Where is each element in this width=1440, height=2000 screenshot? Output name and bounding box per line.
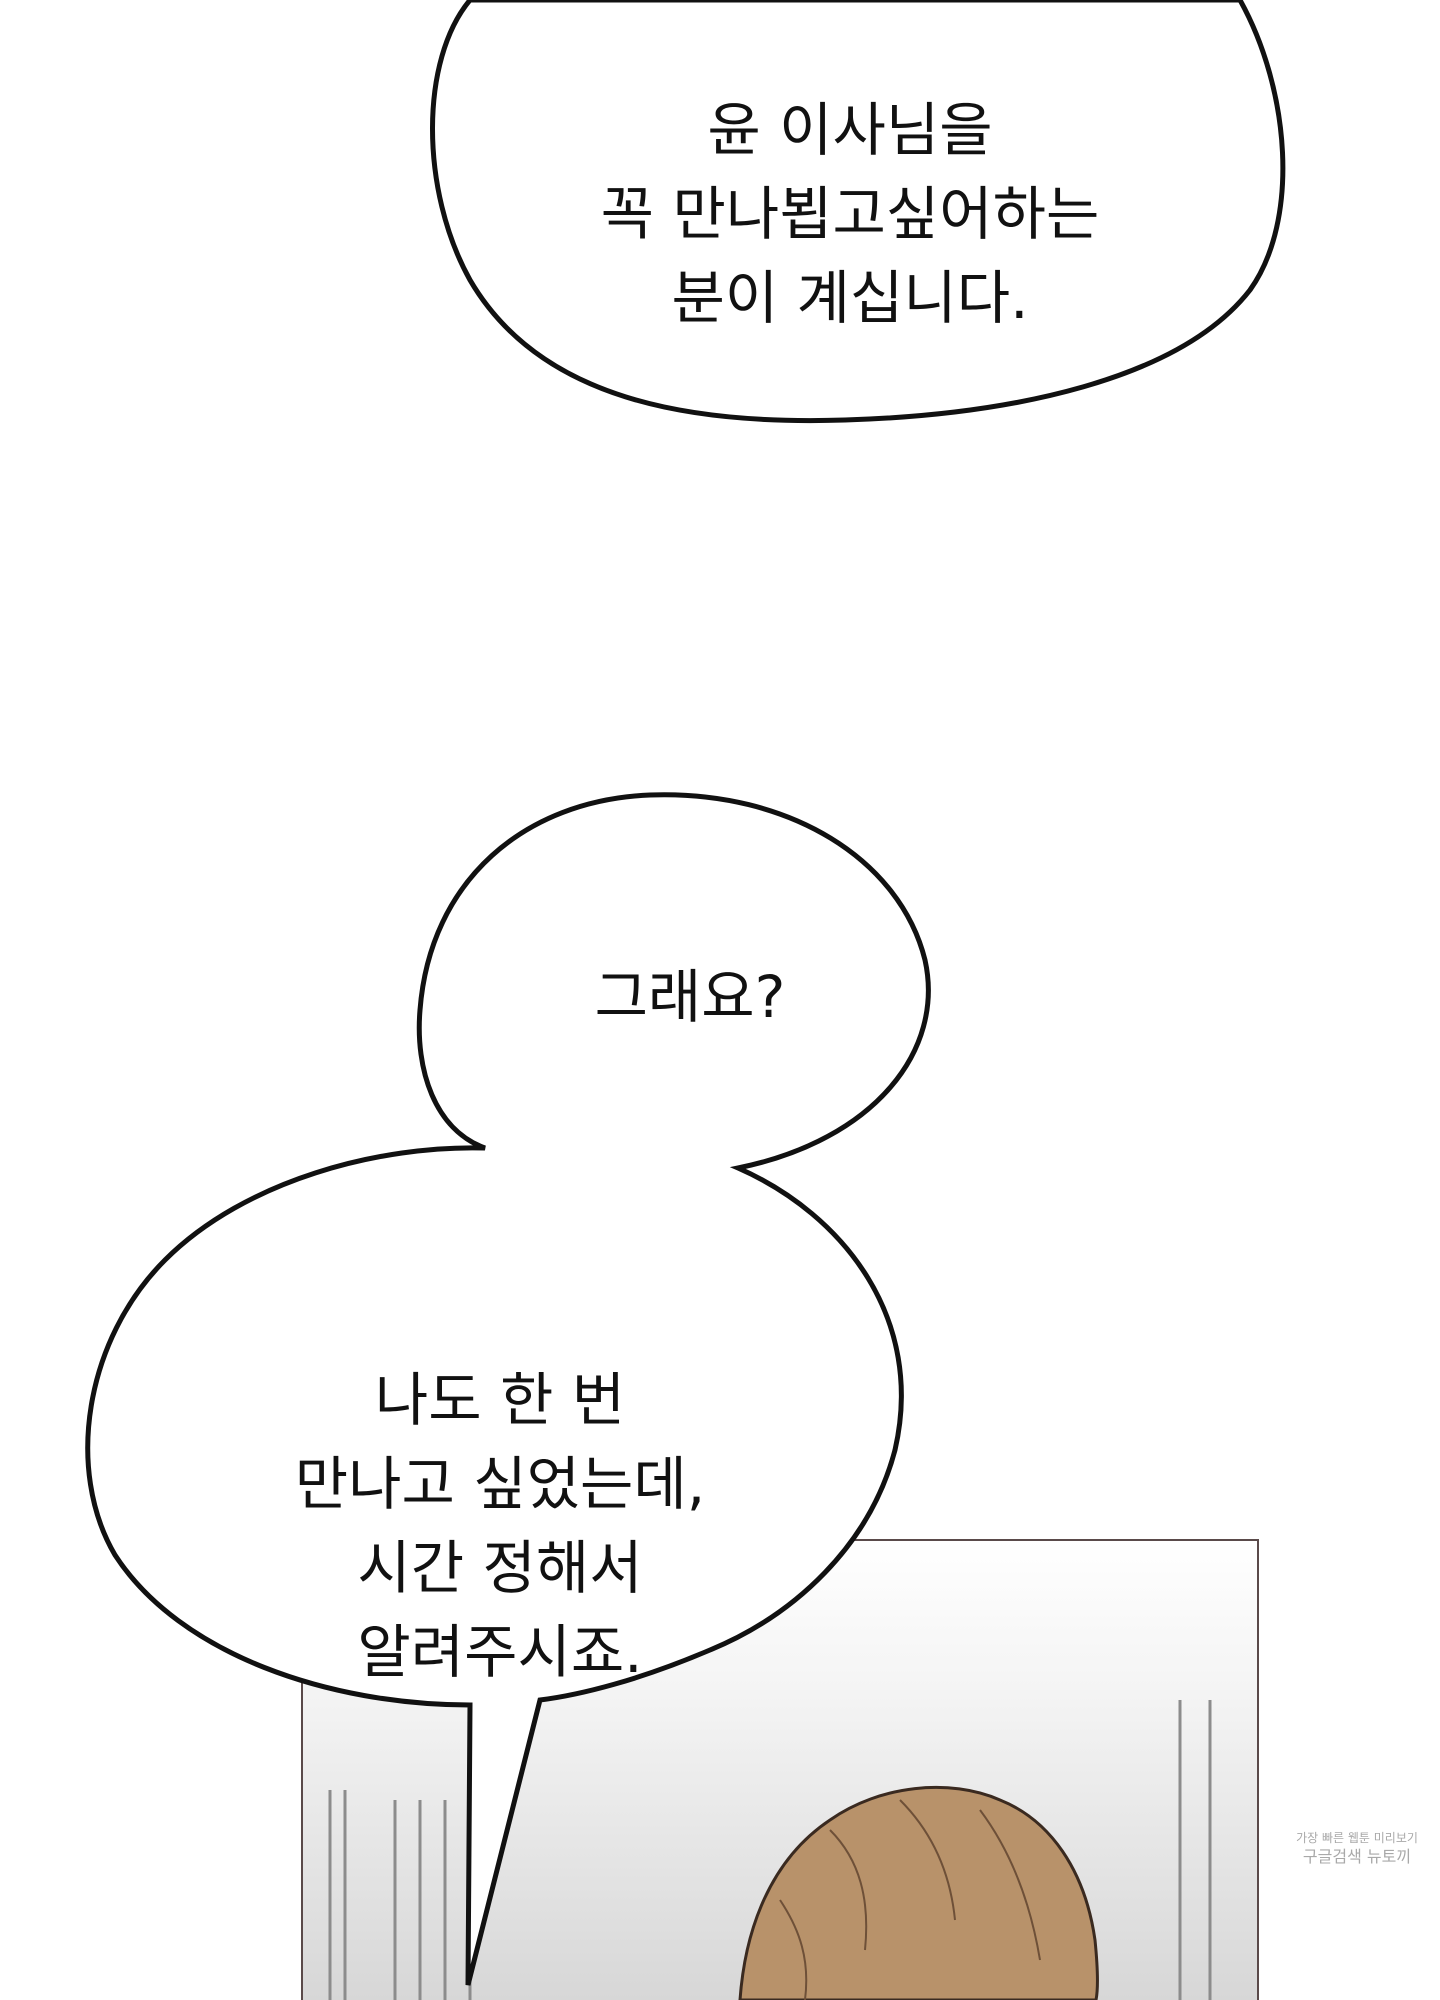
bubble-line: 나도 한 번: [374, 1366, 626, 1434]
speech-bubble-large-text: 나도 한 번 만나고 싶었는데, 시간 정해서 알려주시죠.: [200, 1358, 800, 1694]
bubble-line: 분이 계십니다.: [671, 264, 1029, 332]
character-hair: [738, 1785, 1099, 2000]
watermark: 가장 빠른 웹툰 미리보기 구글검색 뉴토끼: [1282, 1830, 1432, 1868]
hair-strands: [779, 1799, 1041, 2000]
bubble-line: 시간 정해서: [357, 1534, 643, 1602]
bubble-line: 만나고 싶었는데,: [294, 1450, 706, 1518]
watermark-site: 구글검색 뉴토끼: [1302, 1847, 1412, 1866]
watermark-tagline: 가장 빠른 웹툰 미리보기: [1296, 1831, 1418, 1845]
speech-bubble-small-text: 그래요?: [540, 955, 840, 1039]
speech-bubble-top-text: 윤 이사님을 꼭 만나뵙고싶어하는 분이 계십니다.: [520, 88, 1180, 340]
bubble-line: 그래요?: [594, 963, 786, 1031]
speech-bubble-top: [430, 0, 1286, 424]
bubble-line: 꼭 만나뵙고싶어하는: [600, 180, 1100, 248]
bubble-line: 알려주시죠.: [357, 1618, 643, 1686]
character-panel: [301, 1539, 1259, 2000]
bubble-line: 윤 이사님을: [707, 96, 993, 164]
speech-bubble-double: [85, 792, 931, 1986]
